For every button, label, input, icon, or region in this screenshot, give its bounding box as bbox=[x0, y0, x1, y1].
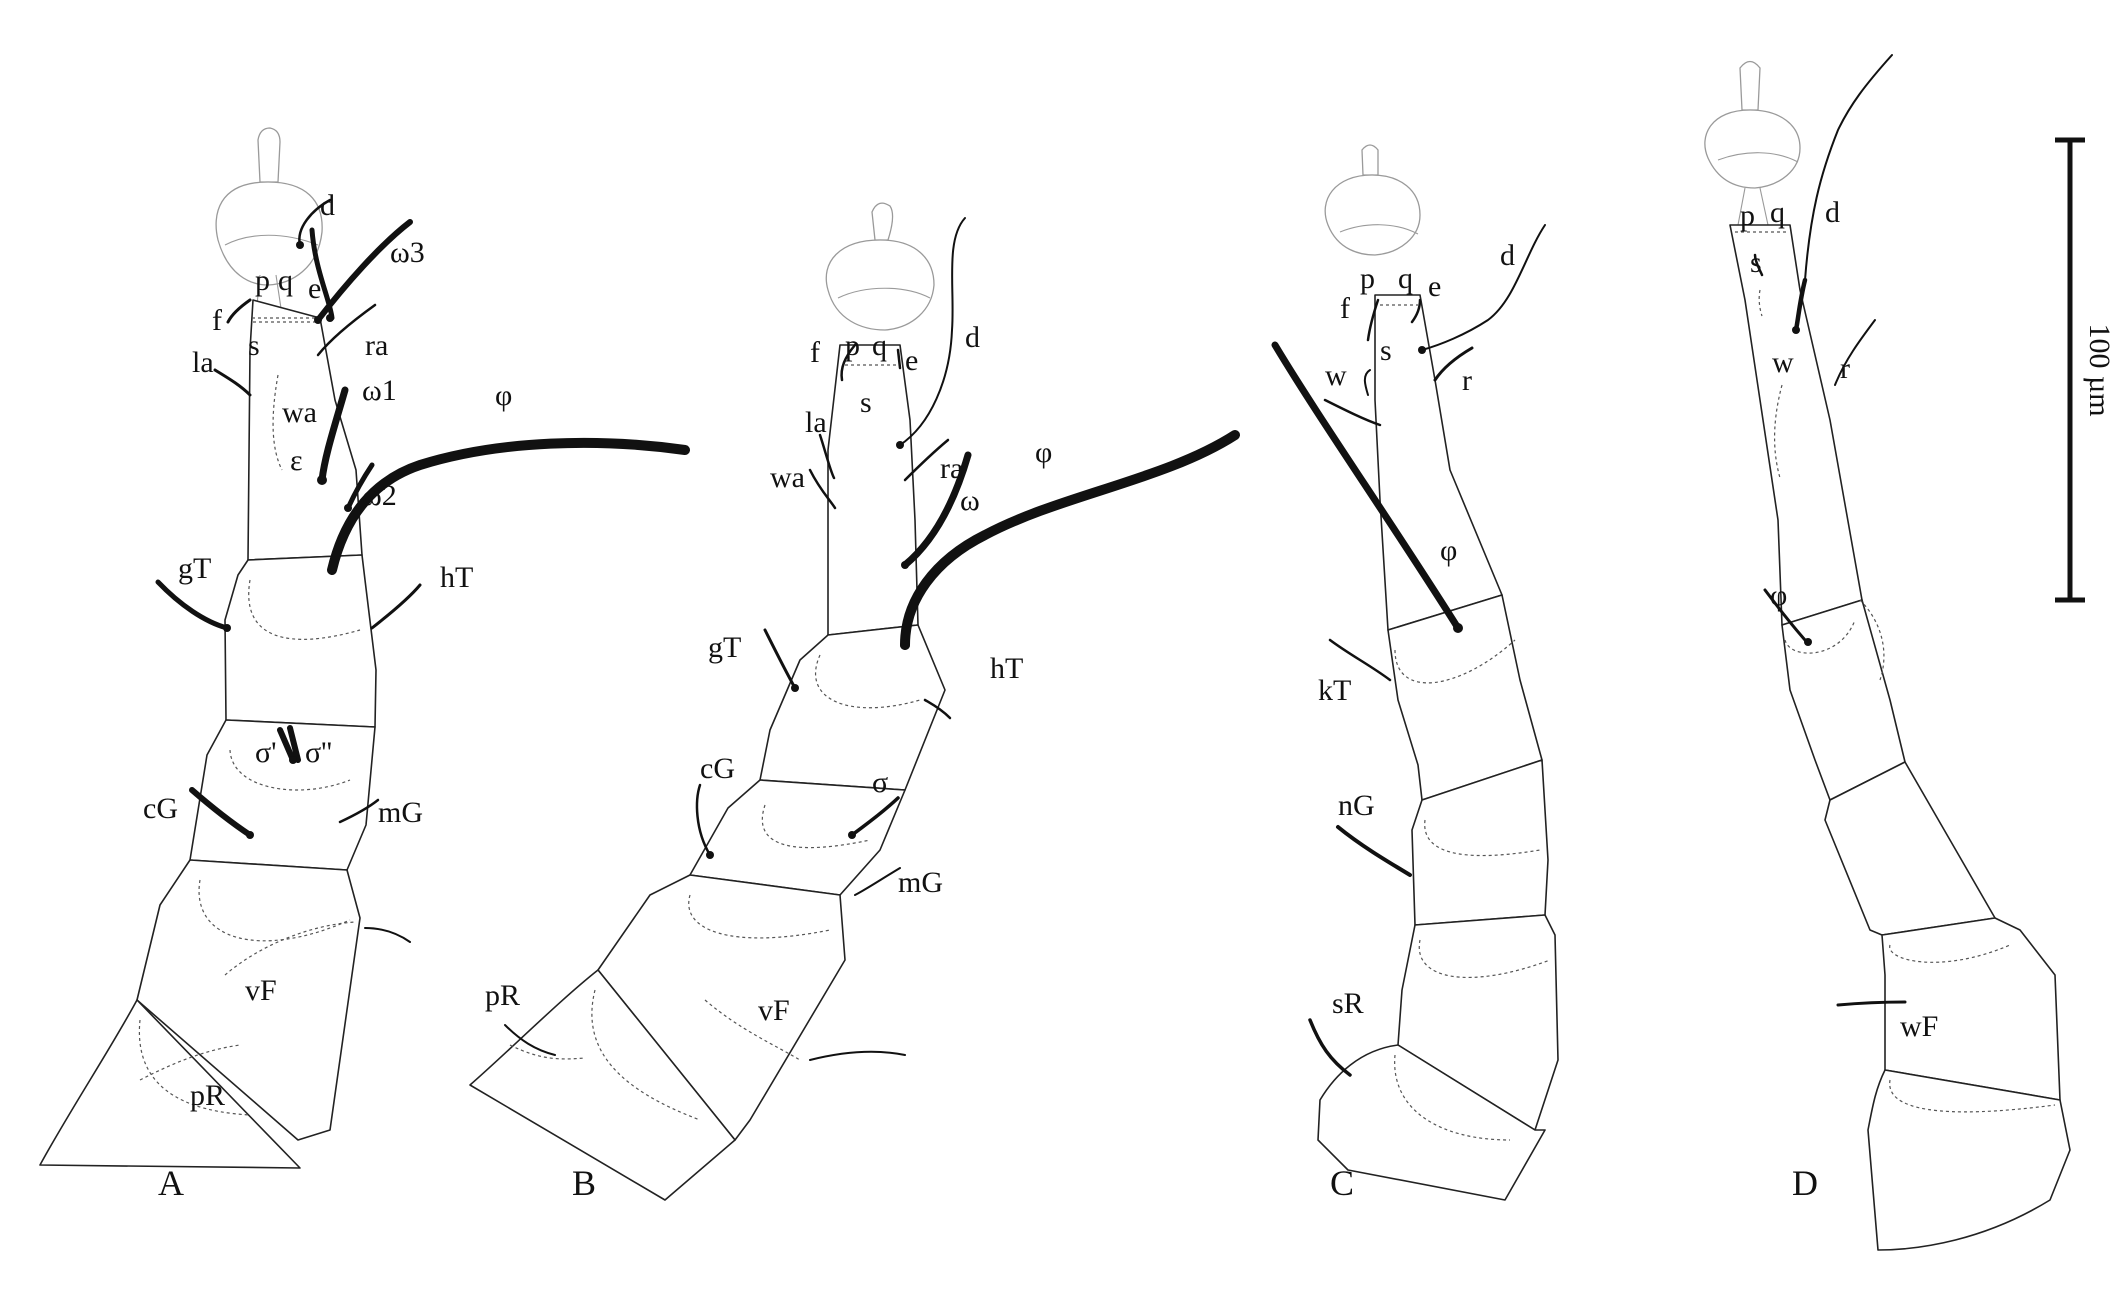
panel-a-label-epsilon: ε bbox=[290, 444, 303, 477]
panel-c-femur bbox=[1397, 914, 1559, 1131]
panel-b-label-q: q bbox=[872, 329, 887, 362]
panel-b-tibia bbox=[759, 624, 946, 791]
panel-b-tarsus bbox=[827, 344, 919, 636]
panel-a-label-omega1: ω1 bbox=[362, 374, 397, 407]
panel-a-label-omega2: ω2 bbox=[362, 479, 397, 512]
panel-d-tarsus bbox=[1729, 224, 1863, 626]
scale-bar-label: 100 µm bbox=[2083, 323, 2116, 416]
panel-d-label-q: q bbox=[1770, 196, 1785, 229]
panel-c: p q e d f s w r φ kT nG sR C bbox=[1271, 144, 1559, 1203]
panel-b-label-la: la bbox=[805, 406, 827, 439]
panel-a-label-q: q bbox=[278, 264, 293, 297]
panel-d-letter: D bbox=[1792, 1163, 1818, 1203]
panel-d-label-d: d bbox=[1825, 196, 1840, 229]
panel-b-label-f: f bbox=[810, 336, 820, 369]
panel-a-label-cG: cG bbox=[143, 792, 178, 825]
panel-a-trochanter bbox=[39, 999, 301, 1169]
panel-d-label-s: s bbox=[1750, 246, 1762, 279]
panel-a-label-p: p bbox=[255, 264, 270, 297]
panel-b-letter: B bbox=[572, 1163, 596, 1203]
panel-b-label-d: d bbox=[965, 321, 980, 354]
panel-a-label-wa: wa bbox=[282, 396, 317, 429]
panel-b-label-e: e bbox=[905, 344, 918, 377]
panel-c-label-s: s bbox=[1380, 334, 1392, 367]
panel-c-label-nG: nG bbox=[1338, 789, 1375, 822]
panel-b-label-pR: pR bbox=[485, 979, 520, 1012]
panel-d-label-r: r bbox=[1840, 352, 1850, 385]
panel-a-label-gT: gT bbox=[178, 552, 211, 585]
panel-c-label-f: f bbox=[1340, 292, 1350, 325]
panel-d-label-w: w bbox=[1772, 346, 1794, 379]
panel-a-label-sigma1: σ' bbox=[255, 736, 277, 769]
panel-a-tibia bbox=[224, 554, 377, 728]
panel-c-letter: C bbox=[1330, 1163, 1354, 1203]
panel-c-trochanter bbox=[1317, 1044, 1546, 1201]
panel-b-femur bbox=[597, 874, 846, 1141]
panel-b-label-sigma: σ bbox=[872, 766, 888, 799]
panel-b-label-vF: vF bbox=[758, 994, 790, 1027]
panel-b: d f p q e s la ra wa ω φ gT hT cG σ mG p… bbox=[469, 202, 1240, 1203]
panel-d: p q d s w r φ wF D bbox=[1704, 54, 2071, 1251]
panel-d-label-wF: wF bbox=[1900, 1010, 1938, 1043]
panel-d-tibia bbox=[1781, 599, 1906, 801]
panel-a-label-pR: pR bbox=[190, 1079, 225, 1112]
panel-a-label-f: f bbox=[212, 304, 222, 337]
panel-a: d ω3 p q e f s ra la wa ω1 ε ω2 φ gT hT … bbox=[39, 127, 690, 1203]
panel-b-label-p: p bbox=[845, 329, 860, 362]
panel-b-label-wa: wa bbox=[770, 461, 805, 494]
panel-d-trochanter bbox=[1867, 1069, 2071, 1251]
panel-b-label-s: s bbox=[860, 386, 872, 419]
panel-b-ambulacrum bbox=[825, 202, 935, 331]
panel-b-label-cG: cG bbox=[700, 752, 735, 785]
panel-a-label-hT: hT bbox=[440, 561, 473, 594]
panel-a-label-d: d bbox=[320, 189, 335, 222]
panel-c-label-w: w bbox=[1325, 359, 1347, 392]
panel-d-ambulacrum bbox=[1704, 60, 1801, 226]
panel-b-label-mG: mG bbox=[898, 866, 943, 899]
panel-d-femur bbox=[1881, 917, 2061, 1101]
panel-b-label-omega: ω bbox=[960, 484, 980, 517]
panel-a-tarsus bbox=[247, 299, 363, 561]
panel-c-label-q: q bbox=[1398, 262, 1413, 295]
panel-a-label-e: e bbox=[308, 272, 321, 305]
panel-a-label-ra: ra bbox=[365, 329, 388, 362]
panel-a-label-omega3: ω3 bbox=[390, 236, 425, 269]
scale-bar: 100 µm bbox=[2055, 137, 2116, 603]
panel-c-label-d: d bbox=[1500, 239, 1515, 272]
panel-c-label-sR: sR bbox=[1332, 987, 1364, 1020]
panel-c-label-kT: kT bbox=[1318, 674, 1351, 707]
panel-a-letter: A bbox=[158, 1163, 184, 1203]
panel-c-label-r: r bbox=[1462, 364, 1472, 397]
panel-a-label-sigma2: σ'' bbox=[305, 736, 332, 769]
panel-b-label-ra: ra bbox=[940, 452, 963, 485]
panel-a-label-s: s bbox=[248, 329, 260, 362]
panel-a-femur bbox=[136, 859, 361, 1141]
panel-a-label-mG: mG bbox=[378, 796, 423, 829]
panel-c-label-phi: φ bbox=[1440, 534, 1457, 567]
panel-d-label-phi: φ bbox=[1770, 579, 1787, 612]
panel-b-label-gT: gT bbox=[708, 631, 741, 664]
panel-d-label-p: p bbox=[1740, 199, 1755, 232]
panel-a-label-la: la bbox=[192, 346, 214, 379]
panel-b-label-hT: hT bbox=[990, 652, 1023, 685]
panel-c-label-p: p bbox=[1360, 262, 1375, 295]
panel-a-label-phi: φ bbox=[495, 379, 512, 412]
panel-c-ambulacrum bbox=[1324, 144, 1421, 256]
panel-c-label-e: e bbox=[1428, 270, 1441, 303]
panel-a-label-vF: vF bbox=[245, 974, 277, 1007]
panel-b-label-phi: φ bbox=[1035, 436, 1052, 469]
